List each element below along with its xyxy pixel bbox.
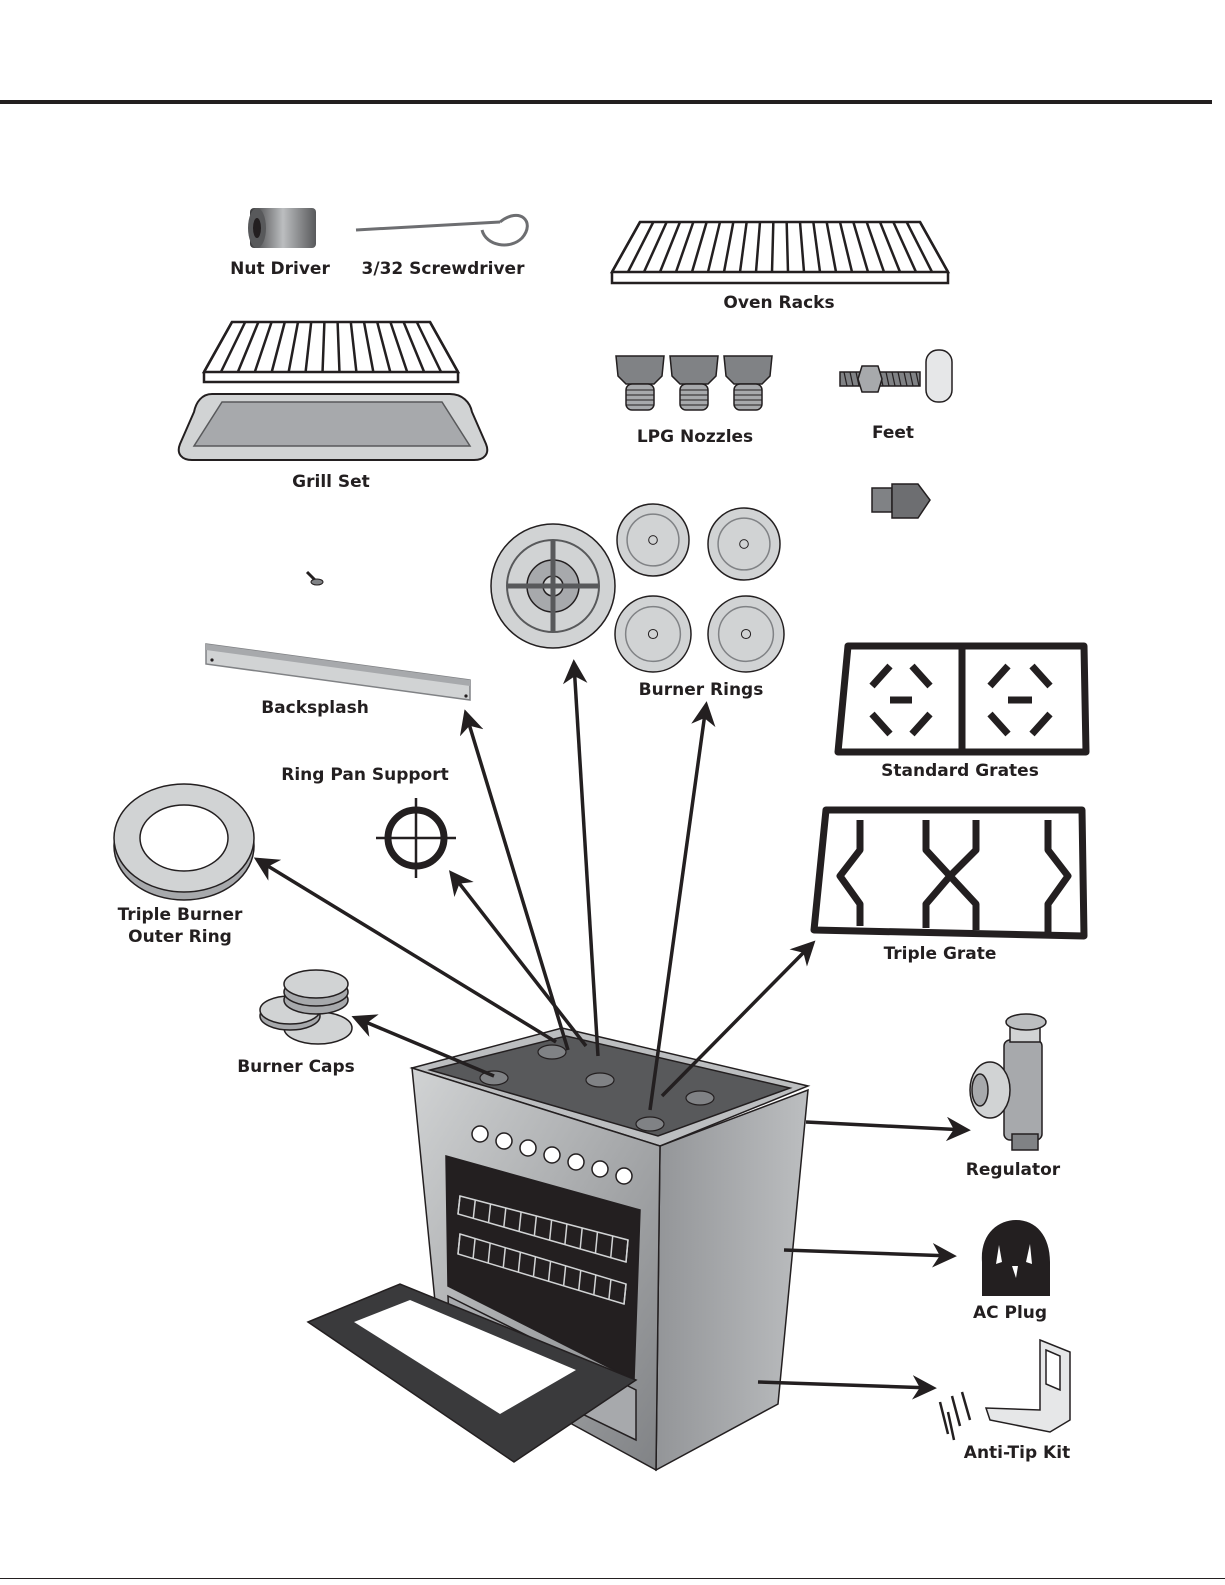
screwdriver-label: 3/32 Screwdriver xyxy=(362,259,526,279)
burner-ring-small-icon xyxy=(615,596,691,672)
regulator-label: Regulator xyxy=(966,1160,1061,1180)
nut-driver-label: Nut Driver xyxy=(230,259,330,279)
triple-grate-label: Triple Grate xyxy=(884,944,997,964)
burner-ring-small-icon xyxy=(708,508,780,580)
grill-rack-icon xyxy=(204,322,458,382)
ring-pan-support-label: Ring Pan Support xyxy=(281,765,448,785)
foot-bolt-icon xyxy=(840,350,952,402)
oven-rack-icon xyxy=(612,222,948,283)
nozzle-fitting-icon xyxy=(872,484,930,518)
triple-burner-label-line2: Outer Ring xyxy=(128,927,232,947)
oven-racks-label: Oven Racks xyxy=(723,293,834,313)
regulator-icon xyxy=(970,1014,1046,1150)
lpg-nozzle-icon xyxy=(616,356,772,410)
burner-rings-label: Burner Rings xyxy=(639,680,764,700)
burner-caps-label: Burner Caps xyxy=(237,1057,355,1077)
lpg-nozzles-label: LPG Nozzles xyxy=(637,427,753,447)
ac-plug-label: AC Plug xyxy=(973,1303,1047,1323)
burner-ring-large-icon xyxy=(491,524,615,648)
screwdriver-icon xyxy=(356,215,527,245)
anti-tip-kit-label: Anti-Tip Kit xyxy=(964,1443,1070,1463)
anti-tip-screws-icon xyxy=(940,1392,970,1440)
backsplash-label: Backsplash xyxy=(261,698,369,718)
backsplash-icon xyxy=(206,644,470,700)
triple-burner-label-line1: Triple Burner xyxy=(118,905,243,925)
triple-grate-icon xyxy=(814,810,1084,936)
nut-driver-icon xyxy=(248,208,316,248)
burner-ring-small-icon xyxy=(708,596,784,672)
ac-plug-icon xyxy=(982,1220,1050,1296)
standard-grate-icon xyxy=(838,646,1086,752)
grill-pan-icon xyxy=(179,394,488,460)
triple-burner-outer-ring-icon xyxy=(114,784,254,900)
anti-tip-bracket-icon xyxy=(986,1340,1070,1432)
feet-label: Feet xyxy=(872,423,914,443)
grill-set-label: Grill Set xyxy=(292,472,370,492)
burner-ring-small-icon xyxy=(617,504,689,576)
standard-grates-label: Standard Grates xyxy=(881,761,1039,781)
burner-caps-icon xyxy=(260,970,352,1044)
ring-pan-support-icon xyxy=(376,798,456,878)
screw-icon xyxy=(307,572,323,585)
